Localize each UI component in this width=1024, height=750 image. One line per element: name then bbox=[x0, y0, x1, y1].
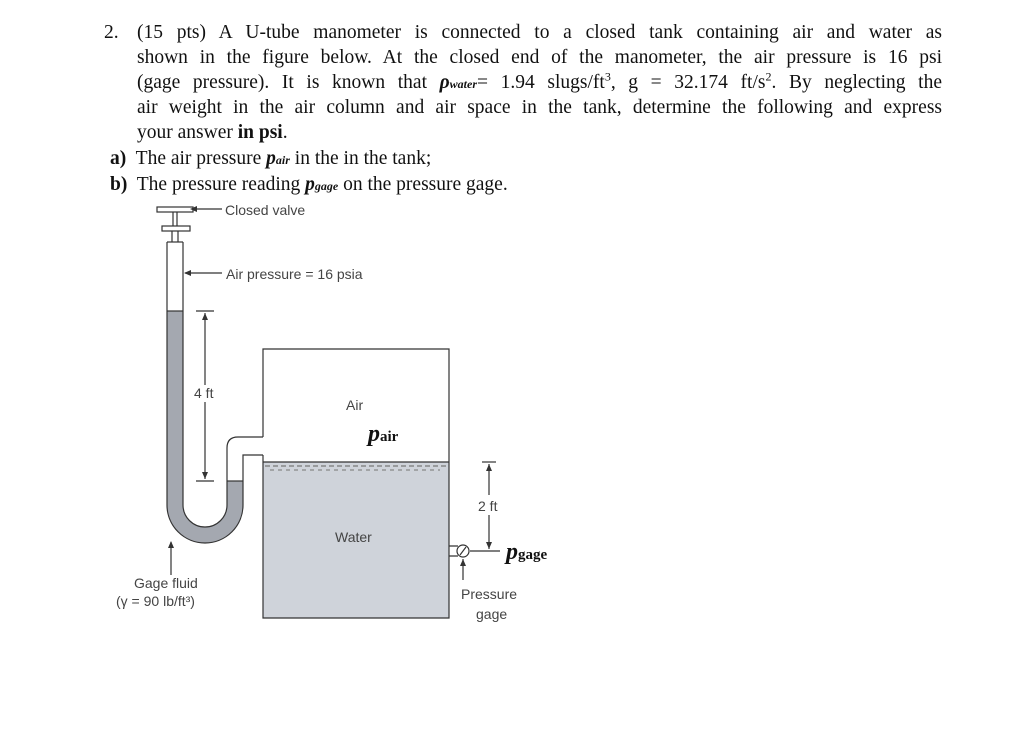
text: . By neglecting the bbox=[771, 72, 943, 93]
air-label: Air bbox=[346, 397, 363, 413]
gamma-label: (γ = 90 lb/ft³) bbox=[116, 593, 195, 609]
gage-label: gage bbox=[476, 606, 507, 622]
problem-number: 2. bbox=[104, 22, 119, 43]
height-4ft-label: 4 ft bbox=[194, 385, 214, 401]
air-pressure-label: Air pressure = 16 psia bbox=[226, 266, 363, 282]
part-label: a) bbox=[110, 148, 127, 169]
valve-handle bbox=[156, 206, 194, 213]
part-a: a) The air pressure pair in the in the t… bbox=[110, 146, 431, 173]
problem-line-1: (15 pts) A U-tube manometer is connected… bbox=[137, 22, 942, 43]
sub: gage bbox=[518, 547, 548, 563]
tank bbox=[262, 348, 450, 619]
text: (gage pressure). It is known that bbox=[137, 72, 427, 93]
rho-symbol: ρ bbox=[439, 72, 450, 93]
text: your answer bbox=[137, 122, 233, 143]
part-label: b) bbox=[110, 174, 128, 195]
emphasis: in psi bbox=[237, 122, 283, 143]
gage-fluid bbox=[167, 311, 243, 543]
text: = 1.94 slugs/ft bbox=[477, 72, 605, 93]
water-label: Water bbox=[335, 529, 372, 545]
problem-line-5: your answer in psi. bbox=[137, 120, 288, 145]
p-gage-symbol: pgage bbox=[504, 539, 548, 565]
problem-line-4: air weight in the air column and air spa… bbox=[137, 97, 942, 118]
sub: air bbox=[380, 429, 399, 445]
problem-line-3: (gage pressure). It is known that ρwater… bbox=[137, 69, 943, 94]
gage-fluid-label: Gage fluid bbox=[134, 575, 198, 591]
text: on the pressure gage. bbox=[343, 174, 508, 195]
text: The pressure reading bbox=[136, 174, 301, 195]
sym: p bbox=[305, 174, 315, 195]
text: in the in the tank; bbox=[294, 148, 432, 169]
part-b: b) The pressure reading pgage on the pre… bbox=[110, 172, 508, 199]
text: , g = 32.174 ft/s bbox=[610, 72, 766, 93]
closed-valve-label: Closed valve bbox=[225, 202, 305, 218]
text: . bbox=[282, 122, 288, 143]
p-air-symbol: pair bbox=[366, 421, 399, 447]
rho-sub: water bbox=[449, 77, 478, 91]
sub: air bbox=[275, 153, 290, 167]
sym: p bbox=[504, 539, 518, 565]
height-2ft-label: 2 ft bbox=[478, 498, 498, 514]
sym: p bbox=[266, 148, 276, 169]
sub: gage bbox=[314, 179, 339, 193]
problem-line-2: shown in the figure below. At the closed… bbox=[137, 47, 942, 68]
sym: p bbox=[366, 421, 380, 447]
text: The air pressure bbox=[135, 148, 262, 169]
valve-body bbox=[161, 225, 191, 232]
pressure-label: Pressure bbox=[461, 586, 517, 602]
tank-water bbox=[263, 462, 449, 618]
